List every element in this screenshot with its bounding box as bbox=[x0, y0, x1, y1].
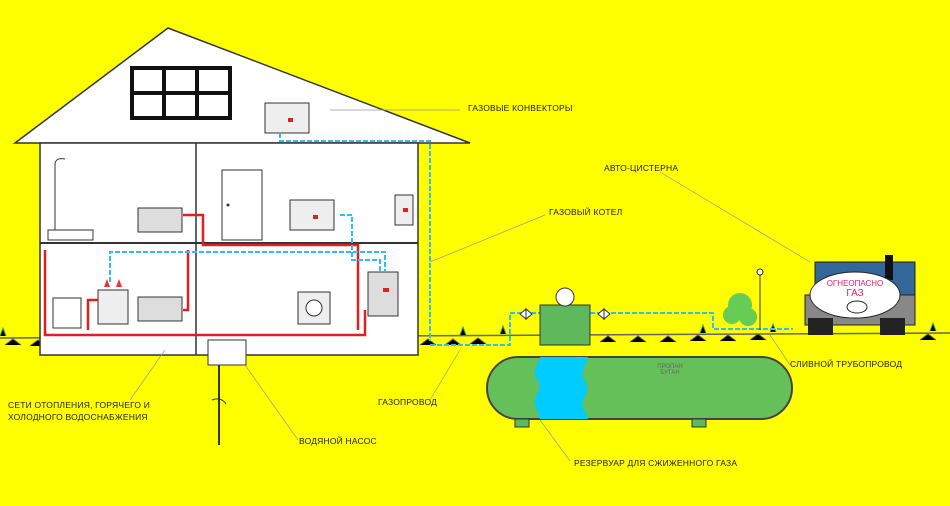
sink bbox=[52, 297, 82, 329]
bush bbox=[723, 268, 764, 330]
radiator bbox=[137, 296, 183, 322]
gas-boiler bbox=[367, 271, 399, 317]
label-gas-convectors: ГАЗОВЫЕ КОНВЕКТОРЫ bbox=[468, 103, 573, 113]
heating-pipes bbox=[43, 213, 367, 337]
label-gas-boiler: ГАЗОВЫЙ КОТЕЛ bbox=[549, 207, 623, 217]
gas-convector bbox=[289, 199, 335, 231]
tank-label: ПРОПАН БУТАН bbox=[650, 364, 690, 376]
label-lpg-reservoir: РЕЗЕРВУАР ДЛЯ СЖИЖЕННОГО ГАЗА bbox=[574, 458, 738, 468]
radiator bbox=[137, 207, 183, 233]
stove bbox=[97, 289, 129, 325]
auto-tanker bbox=[804, 255, 916, 335]
gas-convector bbox=[264, 102, 310, 134]
house bbox=[12, 27, 471, 445]
label-water-pump: ВОДЯНОЙ НАСОС bbox=[299, 436, 377, 446]
label-networks-line1: СЕТИ ОТОПЛЕНИЯ, ГОРЯЧЕГО И bbox=[8, 400, 151, 410]
truck-warning-text: ОГНЕОПАСНО bbox=[826, 279, 884, 288]
truck-gas-text: ГАЗ bbox=[846, 288, 864, 299]
shower bbox=[54, 158, 66, 230]
tank-label-line2: БУТАН bbox=[660, 370, 680, 376]
tank-label-line1: ПРОПАН bbox=[657, 364, 683, 370]
lpg-reservoir bbox=[486, 287, 793, 428]
label-drain-pipeline: СЛИВНОЙ ТРУБОПРОВОД bbox=[790, 359, 903, 369]
roof-window bbox=[130, 66, 232, 120]
label-auto-tanker: АВТО-ЦИСТЕРНА bbox=[604, 163, 679, 173]
label-gas-pipeline: ГАЗОПРОВОД bbox=[378, 397, 438, 407]
water-pump bbox=[207, 339, 247, 366]
truck-warning: ОГНЕОПАСНО ГАЗ bbox=[812, 279, 898, 299]
label-networks-line2: ХОЛОДНОГО ВОДОСНАБЖЕНИЯ bbox=[8, 412, 148, 422]
